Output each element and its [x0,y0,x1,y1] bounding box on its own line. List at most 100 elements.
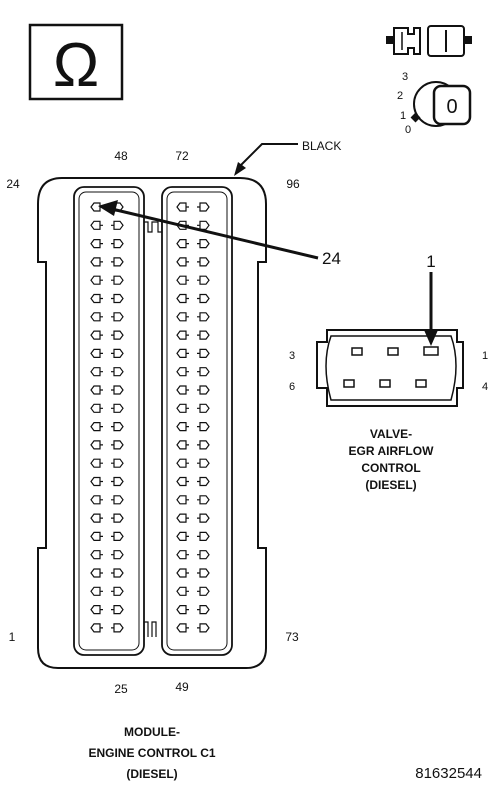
terminal-cavity [176,367,189,377]
egr-pin-label-3: 3 [289,350,295,362]
terminal-cavity [176,239,189,249]
ohm-symbol: Ω [53,31,99,100]
figure-number: 81632544 [415,765,482,782]
terminal-cavity [197,403,210,413]
terminal-cavity [111,568,124,578]
pin-label-1: 1 [9,630,16,644]
terminal-cavity [176,605,189,615]
terminal-cavity [197,568,210,578]
terminal-cavity [176,513,189,523]
terminal-cavity [176,422,189,432]
terminal-cavity [90,495,103,505]
terminal-cavity [111,348,124,358]
terminal-cavity [176,495,189,505]
terminal-cavity [176,348,189,358]
terminal-cavity [176,476,189,487]
terminal-cavity [111,476,124,487]
pin-label-73: 73 [285,630,299,644]
terminal-cavity [111,367,124,377]
egr-pin-3 [351,347,363,356]
terminal-cavity [90,422,103,432]
terminal-cavity [197,348,210,358]
terminal-cavity [90,605,103,615]
ignition-position-2: 2 [397,90,403,102]
callout-24-arrowhead [98,200,118,216]
terminal-cavity [197,623,210,633]
pin-label-49: 49 [175,680,189,694]
terminal-cavity [197,257,210,267]
terminal-cavity [90,623,103,633]
terminal-cavity [111,623,124,633]
terminal-cavity [111,586,124,596]
connector-color-label: BLACK [302,139,341,153]
terminal-cavity [90,293,103,304]
terminal-cavity [111,605,124,615]
terminal-cavity [176,257,189,267]
egr-title-line3: CONTROL [361,461,420,475]
terminal-cavity [90,220,103,230]
terminal-cavity [197,586,210,596]
c1-title-line2: ENGINE CONTROL C1 [88,746,215,760]
c1-terminal-grid [90,202,210,633]
pin-label-25: 25 [114,682,128,696]
terminal-cavity [90,257,103,267]
terminal-cavity [176,293,189,304]
terminal-cavity [111,440,124,450]
terminal-cavity [90,476,103,487]
terminal-cavity [90,586,103,596]
c1-title-line1: MODULE- [124,725,180,739]
terminal-cavity [197,495,210,505]
terminal-cavity [90,312,103,322]
terminal-cavity [197,440,210,450]
terminal-cavity [111,513,124,523]
terminal-cavity [176,458,189,468]
terminal-cavity [197,367,210,377]
terminal-cavity [90,348,103,358]
terminal-cavity [111,550,124,560]
terminal-cavity [176,568,189,578]
terminal-cavity [176,550,189,560]
ignition-switch-icon: 0 3 2 1 0 [397,71,472,136]
terminal-cavity [176,275,189,285]
pin-label-48: 48 [114,149,128,163]
egr-pin-2 [387,347,399,356]
ohmmeter-icon: Ω [28,23,124,101]
engine-control-connector-c1 [37,177,267,669]
terminal-cavity [197,239,210,249]
terminal-cavity [176,312,189,322]
ignition-key-label: 0 [446,96,457,118]
terminal-cavity [90,531,103,541]
terminal-cavity [111,257,124,267]
terminal-cavity [197,458,210,468]
c1-title-line3: (DIESEL) [126,767,177,781]
egr-connector-shell [316,329,464,407]
ignition-position-1: 1 [400,110,406,122]
pin-cavity-left [73,186,145,656]
egr-title-line2: EGR AIRFLOW [349,444,435,458]
terminal-cavity [111,495,124,505]
terminal-cavity [90,568,103,578]
egr-title-line4: (DIESEL) [365,478,416,492]
egr-pin-label-1: 1 [482,350,488,362]
terminal-cavity [197,385,210,395]
terminal-cavity [197,531,210,541]
terminal-cavity [176,440,189,450]
terminal-cavity [111,275,124,285]
pin-cavity-right [161,186,233,656]
egr-pin-1 [423,346,439,356]
terminal-cavity [176,202,189,212]
terminal-cavity [176,531,189,541]
egr-title-line1: VALVE- [370,427,412,441]
terminal-cavity [111,312,124,322]
terminal-cavity [197,275,210,285]
terminal-cavity [197,476,210,487]
terminal-cavity [111,422,124,432]
egr-pin-4 [415,379,427,388]
terminal-cavity [197,293,210,304]
callout-24-leader [111,207,319,260]
egr-pin-label-6: 6 [289,381,295,393]
terminal-cavity [90,458,103,468]
callout-24-label: 24 [322,249,341,268]
terminal-cavity [197,330,210,340]
